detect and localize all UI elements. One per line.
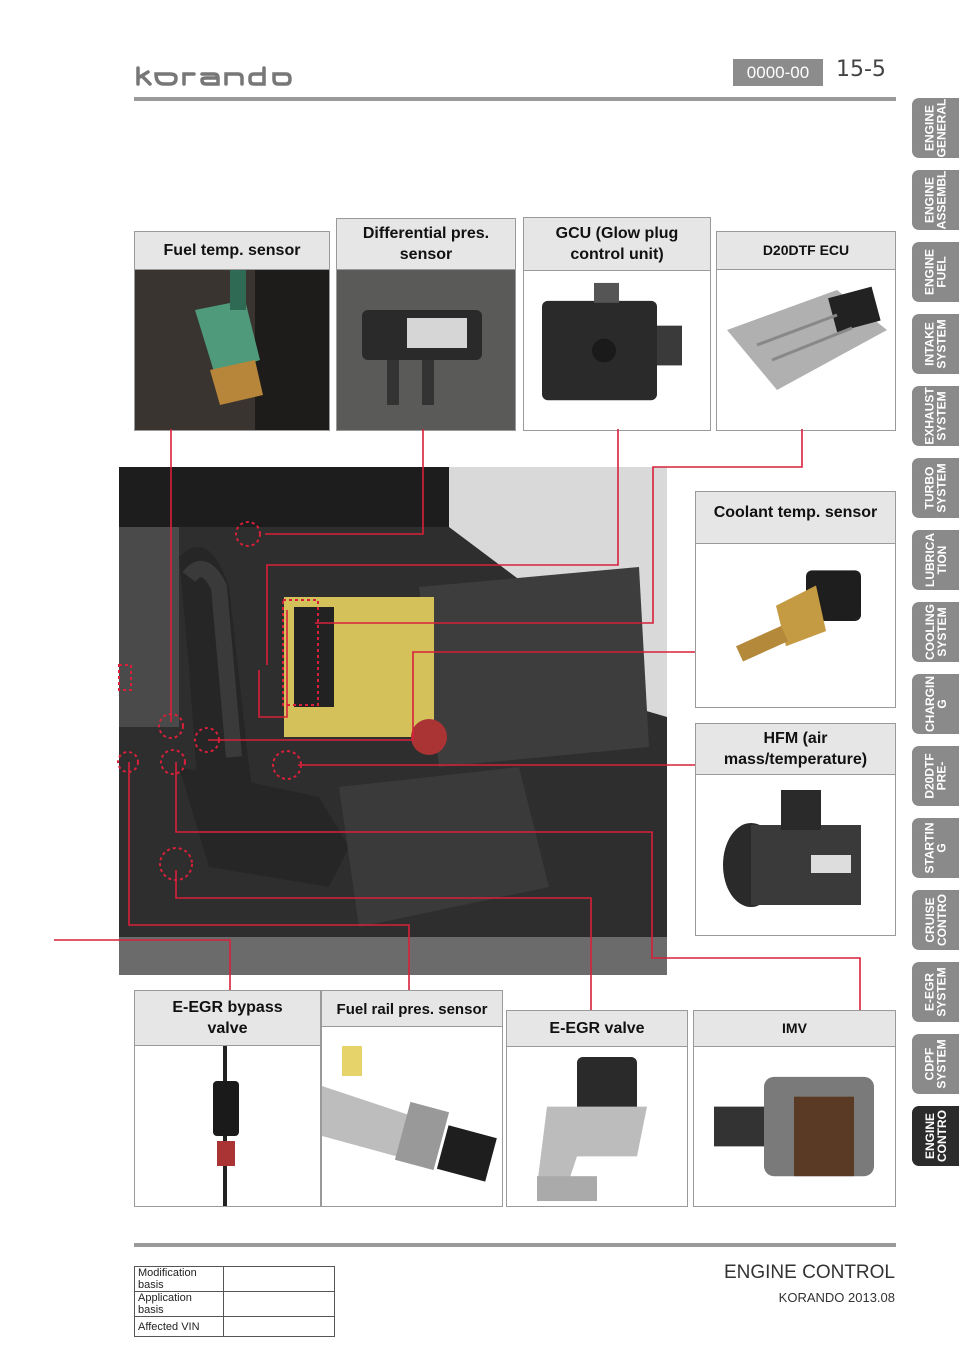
- affected-vin-value: [223, 1316, 335, 1337]
- coolant-temp-sensor-label: Coolant temp. sensor: [696, 492, 895, 544]
- fuel-rail-pressure-sensor-label: Fuel rail pres. sensor: [322, 991, 502, 1027]
- footer-divider: [134, 1243, 896, 1247]
- tab-cdpf-system[interactable]: CDPF SYSTEM: [912, 1034, 959, 1094]
- modification-basis-label: Modification basis: [134, 1266, 224, 1292]
- modification-table: Modification basis Application basis Aff…: [134, 1266, 335, 1337]
- tab-starting[interactable]: STARTIN G: [912, 818, 959, 878]
- footer-chapter-title: ENGINE CONTROL: [723, 1262, 895, 1283]
- table-row: Affected VIN: [134, 1316, 335, 1337]
- hfm-label: HFM (air mass/temperature): [696, 724, 895, 775]
- card-coolant-temp-sensor: Coolant temp. sensor: [695, 491, 896, 708]
- application-basis-value: [223, 1291, 335, 1317]
- card-gcu: GCU (Glow plug control unit): [523, 217, 711, 431]
- page-number: 15-5: [836, 57, 886, 82]
- card-eegr-valve: E-EGR valve: [506, 1010, 688, 1207]
- table-row: Application basis: [134, 1291, 335, 1317]
- tab-cruise-control[interactable]: CRUISE CONTRO: [912, 890, 959, 950]
- imv-label: IMV: [694, 1011, 895, 1047]
- card-fuel-rail-pressure-sensor: Fuel rail pres. sensor: [321, 990, 503, 1207]
- engine-bay-photo: [119, 467, 667, 975]
- fuel-temp-sensor-image: [135, 270, 329, 430]
- card-imv: IMV: [693, 1010, 896, 1207]
- hfm-image: [696, 775, 895, 935]
- tab-intake-system[interactable]: INTAKE SYSTEM: [912, 314, 959, 374]
- header-divider: [134, 97, 896, 101]
- affected-vin-label: Affected VIN: [134, 1316, 224, 1337]
- coolant-temp-sensor-image: [696, 545, 895, 707]
- tab-cooling-system[interactable]: COOLING SYSTEM: [912, 602, 959, 662]
- tab-turbo-system[interactable]: TURBO SYSTEM: [912, 458, 959, 518]
- gcu-image: [524, 271, 710, 430]
- card-fuel-temp-sensor: Fuel temp. sensor: [134, 231, 330, 431]
- tab-charging[interactable]: CHARGIN G: [912, 674, 959, 734]
- card-eegr-bypass-valve: E-EGR bypass valve: [134, 990, 321, 1207]
- imv-image: [694, 1047, 895, 1206]
- gcu-label: GCU (Glow plug control unit): [524, 218, 710, 271]
- differential-pressure-sensor-label: Differential pres. sensor: [337, 219, 515, 270]
- tab-engine-general[interactable]: ENGINE GENERAL: [912, 98, 959, 158]
- card-hfm: HFM (air mass/temperature): [695, 723, 896, 936]
- footer-model-date: KORANDO 2013.08: [778, 1290, 895, 1305]
- card-differential-pressure-sensor: Differential pres. sensor: [336, 218, 516, 431]
- tab-exhaust-system[interactable]: EXHAUST SYSTEM: [912, 386, 959, 446]
- ecu-label: D20DTF ECU: [717, 232, 895, 270]
- modification-basis-value: [223, 1266, 335, 1292]
- tab-d20dtf-pre[interactable]: D20DTF PRE-: [912, 746, 959, 806]
- application-basis-label: Application basis: [134, 1291, 224, 1317]
- eegr-bypass-valve-label: E-EGR bypass valve: [135, 991, 320, 1046]
- tab-eegr-system[interactable]: E-EGR SYSTEM: [912, 962, 959, 1022]
- section-code-badge: 0000-00: [733, 59, 823, 86]
- eegr-bypass-valve-image: [135, 1046, 320, 1206]
- table-row: Modification basis: [134, 1266, 335, 1292]
- tab-engine-fuel[interactable]: ENGINE FUEL: [912, 242, 959, 302]
- fuel-rail-pressure-sensor-image: [322, 1046, 502, 1206]
- tab-engine-assembly[interactable]: ENGINE ASSEMBL: [912, 170, 959, 230]
- ecu-image: [717, 270, 895, 430]
- differential-pressure-sensor-image: [337, 270, 515, 430]
- tab-lubrication[interactable]: LUBRICA TION: [912, 530, 959, 590]
- eegr-valve-label: E-EGR valve: [507, 1011, 687, 1047]
- fuel-temp-sensor-label: Fuel temp. sensor: [135, 232, 329, 270]
- korando-logo: [136, 66, 292, 86]
- tab-engine-control[interactable]: ENGINE CONTRO: [912, 1106, 959, 1166]
- card-ecu: D20DTF ECU: [716, 231, 896, 431]
- eegr-valve-image: [507, 1047, 687, 1206]
